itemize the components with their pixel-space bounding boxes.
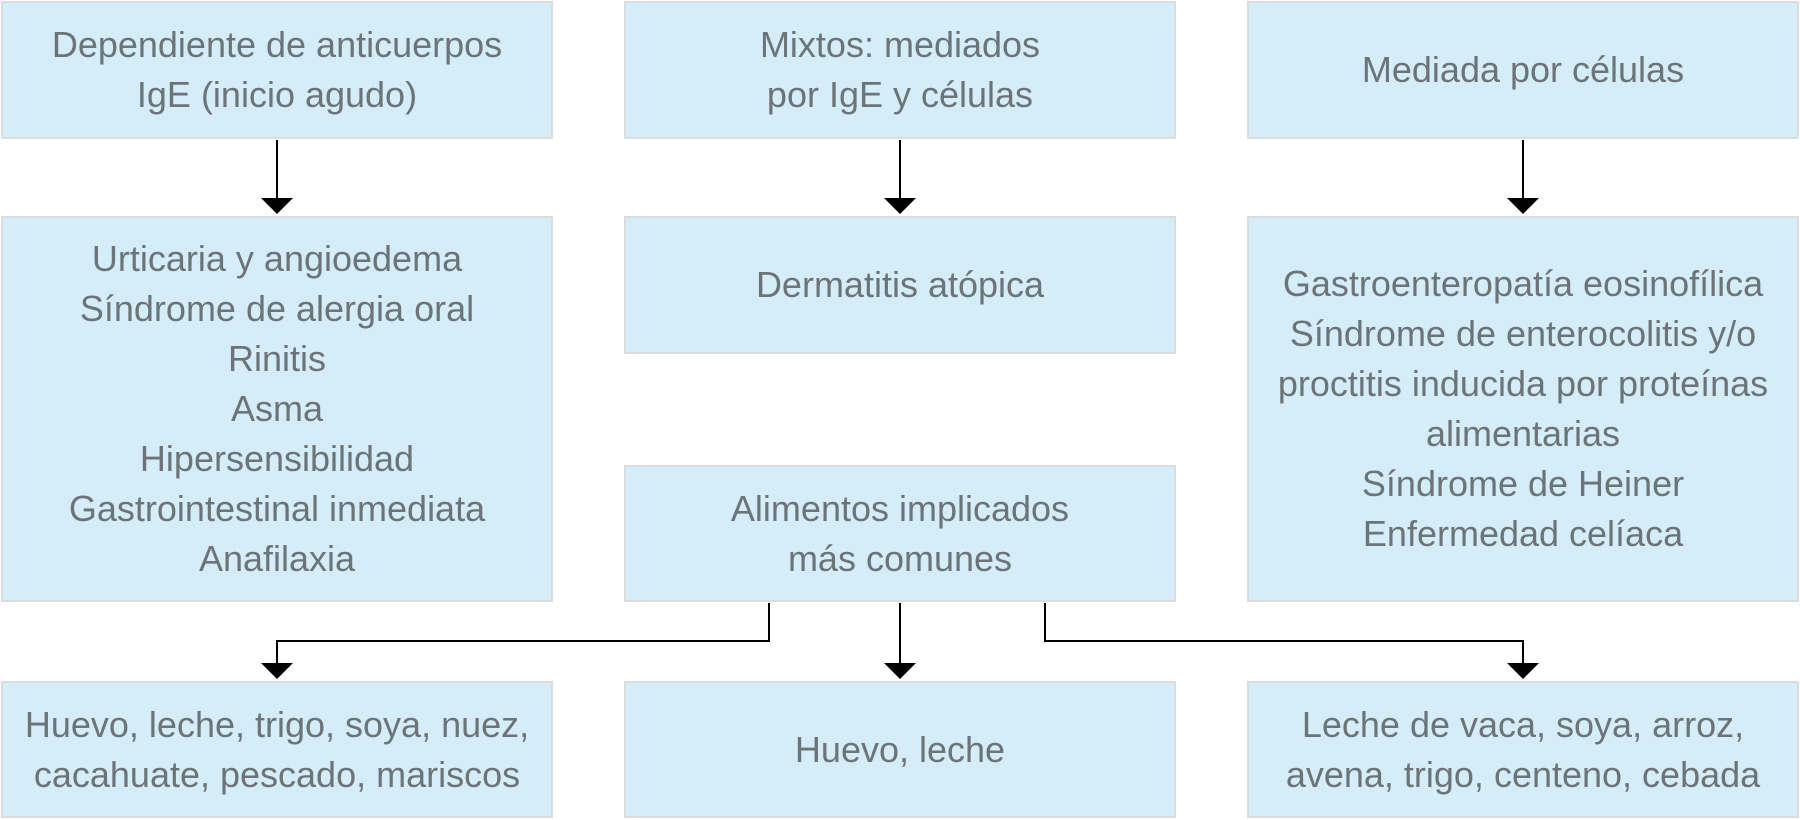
connector-line	[276, 603, 770, 663]
conditions-box-cell: Gastroenteropatía eosinofílica Síndrome …	[1247, 216, 1799, 602]
condition-item: Gastroenteropatía eosinofílica	[1282, 263, 1764, 304]
condition-item: Hipersensibilidad	[139, 438, 415, 479]
header-box-cell: Mediada por células	[1247, 1, 1799, 139]
header-line: Mixtos: mediados	[759, 24, 1041, 65]
food-line: cacahuate, pescado, mariscos	[33, 753, 521, 795]
condition-item: Síndrome de enterocolitis y/o	[1289, 313, 1757, 354]
foods-box-mixed: Huevo, leche	[624, 681, 1176, 818]
header-box-mixed: Mixtos: mediados por IgE y células	[624, 1, 1176, 139]
arrowhead-icon	[261, 663, 293, 679]
header-line: Mediada por células	[1361, 49, 1685, 90]
conditions-box-mixed: Dermatitis atópica	[624, 216, 1176, 354]
condition-item: Dermatitis atópica	[755, 264, 1045, 305]
header-line: por IgE y células	[766, 74, 1034, 115]
foods-box-cell: Leche de vaca, soya, arroz, avena, trigo…	[1247, 681, 1799, 818]
arrowhead-icon	[884, 663, 916, 679]
condition-item: proctitis inducida por proteínas	[1277, 363, 1769, 404]
condition-item: Asma	[230, 388, 324, 429]
arrowhead-icon	[261, 198, 293, 214]
condition-item: Urticaria y angioedema	[91, 238, 463, 279]
food-line: avena, trigo, centeno, cebada	[1285, 753, 1761, 795]
condition-item: alimentarias	[1425, 413, 1621, 454]
arrowhead-icon	[1507, 198, 1539, 214]
condition-item: Síndrome de Heiner	[1361, 463, 1685, 504]
header-line: IgE (inicio agudo)	[136, 74, 418, 115]
foods-hub-line: más comunes	[787, 537, 1013, 579]
conditions-box-ige: Urticaria y angioedema Síndrome de alerg…	[1, 216, 553, 602]
condition-item: Enfermedad celíaca	[1362, 513, 1684, 554]
arrowhead-icon	[884, 198, 916, 214]
foods-hub-line: Alimentos implicados	[730, 487, 1070, 529]
header-box-ige: Dependiente de anticuerpos IgE (inicio a…	[1, 1, 553, 139]
food-line: Leche de vaca, soya, arroz,	[1301, 703, 1745, 745]
food-line: Huevo, leche, trigo, soya, nuez,	[24, 703, 530, 745]
condition-item: Rinitis	[227, 338, 326, 379]
condition-item: Síndrome de alergia oral	[79, 288, 475, 329]
foods-hub-box: Alimentos implicados más comunes	[624, 465, 1176, 602]
connector-line	[1044, 603, 1524, 663]
foods-box-ige: Huevo, leche, trigo, soya, nuez, cacahua…	[1, 681, 553, 818]
arrowhead-icon	[1507, 663, 1539, 679]
food-line: Huevo, leche	[794, 728, 1006, 770]
condition-item: Gastrointestinal inmediata	[68, 488, 486, 529]
header-line: Dependiente de anticuerpos	[51, 24, 503, 65]
condition-item: Anafilaxia	[198, 538, 356, 579]
